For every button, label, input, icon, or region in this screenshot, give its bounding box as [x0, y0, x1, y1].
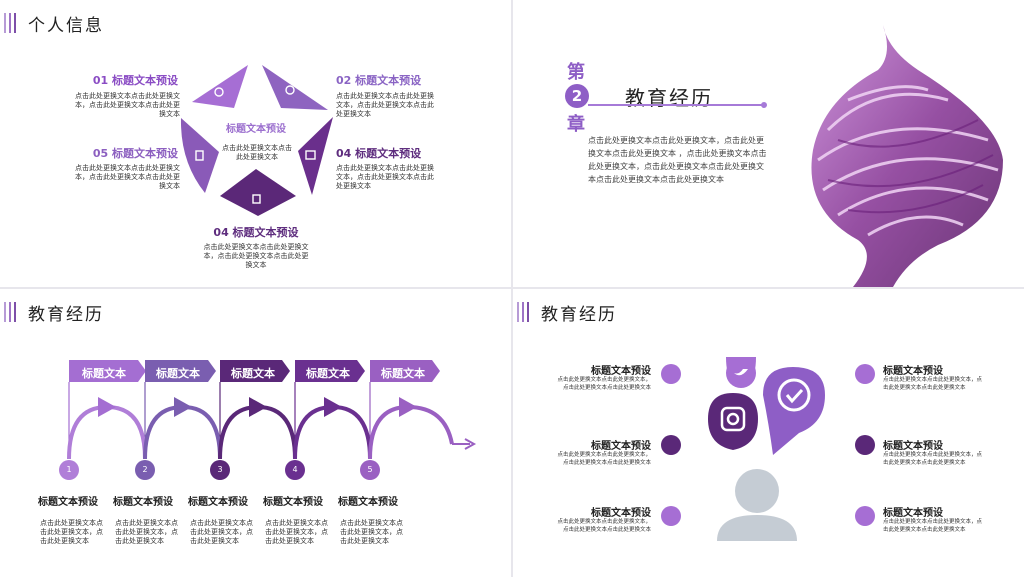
- item-02-title: 02 标题文本预设: [336, 74, 422, 87]
- check-icon: [785, 388, 804, 404]
- slide-title: 教育经历: [541, 305, 617, 325]
- right-item-3-text: 点击此处更换文本点击此处更换文本，点击此处更换文本点击此处更换文本: [883, 519, 983, 533]
- item-04r-title: 04 标题文本预设: [336, 147, 422, 160]
- item-04r-text: 点击此处更换文本点击此处更换文本，点击此处更换文本点击此处更换文本: [336, 164, 434, 190]
- step-text-1: 点击此处更换文本点击此处更换文本，点击此处更换文本: [40, 519, 103, 545]
- wrench-icon: [661, 364, 681, 384]
- right-item-2-text: 点击此处更换文本点击此处更换文本，点击此处更换文本点击此处更换文本: [883, 452, 983, 466]
- item-01-title: 01 标题文本预设: [92, 74, 178, 87]
- left-item-2-title: 标题文本预设: [591, 441, 651, 452]
- step-number-4: 4: [292, 465, 298, 474]
- left-item-3-title: 标题文本预设: [591, 508, 651, 519]
- item-02-text: 点击此处更换文本点击此处更换文本，点击此处更换文本点击此处更换文本: [336, 92, 434, 118]
- instagram-bubble: [708, 393, 758, 450]
- gear-icon: [855, 364, 875, 384]
- slide-title: 个人信息: [28, 16, 104, 36]
- title-underline: [588, 104, 763, 106]
- underline-dot: [761, 102, 767, 108]
- item-05-text: 点击此处更换文本点击此处更换文本，点击此处更换文本点击此处更换文本: [75, 164, 180, 190]
- chapter-prefix: 第: [567, 62, 585, 83]
- left-item-3-text: 点击此处更换文本点击此处更换文本，点击此处更换文本点击此处更换文本: [557, 519, 651, 533]
- banner-2: 标题文本: [156, 367, 200, 380]
- step-number-5: 5: [367, 465, 373, 474]
- right-item-2-title: 标题文本预设: [883, 441, 943, 452]
- right-item-1-text: 点击此处更换文本点击此处更换文本，点击此处更换文本点击此处更换文本: [883, 377, 983, 391]
- step-title-2: 标题文本预设: [113, 497, 173, 508]
- center-title: 标题文本预设: [226, 124, 286, 135]
- slide-education-timeline[interactable]: 教育经历: [0, 289, 511, 577]
- left-item-2-text: 点击此处更换文本点击此处更换文本，点击此处更换文本点击此处更换文本: [557, 452, 651, 466]
- step-number-3: 3: [217, 465, 223, 474]
- slide-title: 教育经历: [28, 305, 104, 325]
- item-05-title: 05 标题文本预设: [92, 147, 178, 160]
- right-item-3-title: 标题文本预设: [883, 508, 943, 519]
- center-text: 点击此处更换文本点击此处更换文本: [222, 144, 292, 161]
- tools-icon: [855, 435, 875, 455]
- gear-icon: [214, 87, 224, 97]
- banner-3: 标题文本: [231, 367, 275, 380]
- left-item-1-title: 标题文本预设: [591, 366, 651, 377]
- banner-5: 标题文本: [381, 367, 425, 380]
- doc-icon: [252, 194, 261, 204]
- megaphone-icon: [855, 506, 875, 526]
- chapter-title: 教育经历: [625, 86, 713, 110]
- step-number-1: 1: [66, 465, 72, 474]
- slide-personal-info[interactable]: 个人信息 标题文本预设 点击此处更换文本点击此处更换文本 01 标题文本预设 点…: [0, 0, 511, 287]
- title-bars-decoration: [4, 302, 18, 322]
- person-head: [735, 469, 779, 513]
- target-icon: [285, 85, 295, 95]
- step-title-1: 标题文本预设: [38, 497, 98, 508]
- item-04b-title: 04 标题文本预设: [213, 226, 299, 239]
- step-number-2: 2: [142, 465, 148, 474]
- phone-icon: [195, 150, 204, 161]
- pentagon-diagram: [180, 65, 333, 216]
- step-title-4: 标题文本预设: [263, 497, 323, 508]
- item-01-text: 点击此处更换文本点击此处更换文本，点击此处更换文本点击此处更换文本: [75, 92, 180, 118]
- step-text-3: 点击此处更换文本点击此处更换文本，点击此处更换文本: [190, 519, 253, 545]
- bell-icon: [661, 435, 681, 455]
- twisted-vase-graphic: [811, 25, 1003, 287]
- left-item-1-text: 点击此处更换文本点击此处更换文本，点击此处更换文本点击此处更换文本: [557, 377, 651, 391]
- segment-02: [262, 65, 328, 110]
- item-04b-text: 点击此处更换文本点击此处更换文本，点击此处更换文本点击此处更换文本: [203, 243, 309, 269]
- timeline-graphic: [59, 360, 477, 480]
- slide-education-chapter[interactable]: 第 2 章 教育经历 点击此处更换文本点击此处更换文本，点击此处更换文本点击此处…: [513, 0, 1024, 287]
- right-item-1-title: 标题文本预设: [883, 366, 943, 377]
- step-title-3: 标题文本预设: [188, 497, 248, 508]
- instagram-icon: [720, 406, 746, 432]
- step-text-5: 点击此处更换文本点击此处更换文本，点击此处更换文本: [340, 519, 403, 545]
- segment-05: [180, 118, 219, 193]
- slide-education-social[interactable]: 教育经历 标题文本预设 点击此处更换文本点击此处更换文本，点击此处更换文本点击此…: [513, 289, 1024, 577]
- chapter-number: 2: [565, 84, 589, 108]
- step-text-2: 点击此处更换文本点击此处更换文本，点击此处更换文本: [115, 519, 178, 545]
- person-social-graphic: [708, 357, 825, 541]
- download-icon: [661, 506, 681, 526]
- banner-1: 标题文本: [82, 367, 126, 380]
- banner-4: 标题文本: [306, 367, 350, 380]
- segment-01: [192, 65, 248, 108]
- chapter-suffix: 章: [567, 114, 585, 135]
- title-bars-decoration: [4, 13, 18, 33]
- person-body: [717, 515, 797, 541]
- chapter-text: 点击此处更换文本点击此处更换文本，点击此处更换文本点击此处更换文本 ，点击此处更…: [588, 136, 767, 184]
- monitor-icon: [305, 150, 316, 160]
- segment-04b: [220, 169, 296, 216]
- step-title-5: 标题文本预设: [338, 497, 398, 508]
- title-bars-decoration: [517, 302, 531, 322]
- twitter-icon: [734, 369, 748, 376]
- step-text-4: 点击此处更换文本点击此处更换文本，点击此处更换文本: [265, 519, 328, 545]
